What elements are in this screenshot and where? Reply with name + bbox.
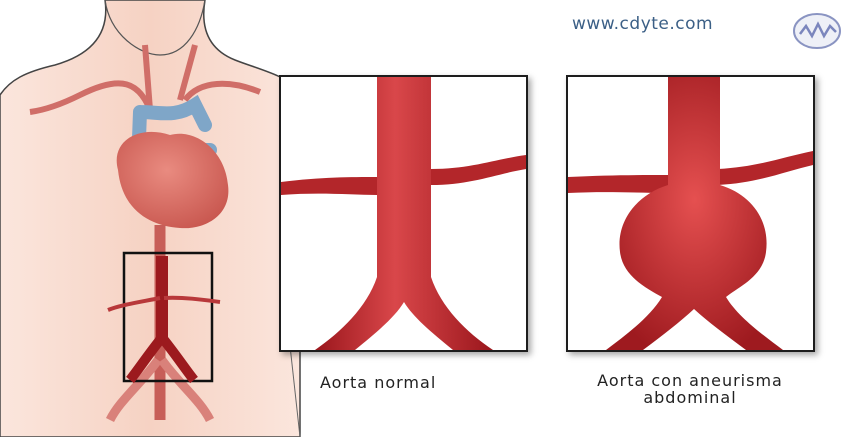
panel-aneurysm-aorta: [566, 75, 815, 352]
caption-aneurysm-line2: abdominal: [562, 389, 818, 406]
aneurysm-aorta-illustration: [568, 77, 813, 350]
aorta-normal-shape: [315, 77, 493, 350]
caption-aneurysm: Aorta con aneurisma abdominal: [562, 372, 818, 406]
panel-normal-aorta: [279, 75, 528, 352]
logo-icon: [792, 12, 842, 50]
caption-normal: Aorta normal: [320, 374, 436, 391]
caption-aneurysm-line1: Aorta con aneurisma: [562, 372, 818, 389]
normal-aorta-illustration: [281, 77, 526, 350]
aorta-aneurysm-shape: [606, 77, 783, 350]
website-label: www.cdyte.com: [572, 14, 713, 34]
